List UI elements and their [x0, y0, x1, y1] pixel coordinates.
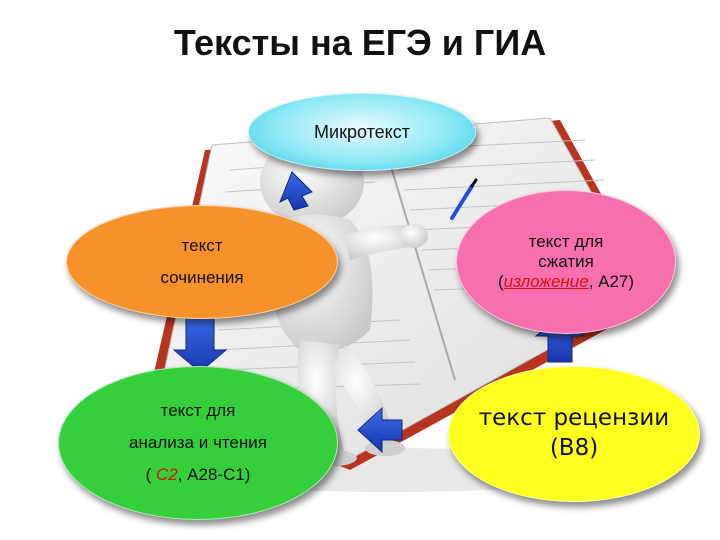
arrow-review-to-analysis [357, 406, 403, 454]
node-essay-line1: текст [181, 235, 223, 255]
node-review-line1: текст рецензии [478, 405, 670, 432]
node-analysis-line1: текст для [160, 400, 236, 420]
node-compress-line3: (изложение, А27) [498, 272, 634, 292]
pen [450, 178, 478, 220]
node-analysis-text: текст для анализа и чтения ( С2, А28-С1) [58, 366, 338, 520]
node-analysis-line3: ( С2, А28-С1) [146, 459, 251, 491]
node-review-line2: (В8) [549, 435, 599, 461]
node-compress-rest: , А27) [588, 272, 635, 292]
node-compress-line2: сжатия [538, 251, 594, 271]
node-essay-line2: сочинения [160, 268, 244, 287]
arrow-micro-to-essay [279, 171, 313, 211]
arrow-essay-to-analysis [172, 315, 228, 373]
slide-title: Тексты на ЕГЭ и ГИА [173, 22, 547, 63]
node-analysis-line2: анализа и чтения [129, 432, 267, 452]
node-microtext-label: Микротекст [314, 122, 410, 142]
node-microtext: Микротекст [248, 93, 476, 171]
node-review-text: текст рецензии (В8) [448, 366, 700, 502]
node-compress-open: ( [497, 272, 504, 292]
node-analysis-rest: , А28-С1) [177, 465, 251, 485]
node-compress-line1: текст для [528, 231, 604, 251]
node-analysis-emphasis: С2 [155, 465, 178, 485]
node-essay-text: текст сочинения [66, 205, 338, 319]
node-analysis-open: ( [145, 465, 156, 485]
node-compress-emphasis: изложение [503, 272, 589, 292]
node-compression-text: текст для сжатия (изложение, А27) [456, 190, 676, 334]
